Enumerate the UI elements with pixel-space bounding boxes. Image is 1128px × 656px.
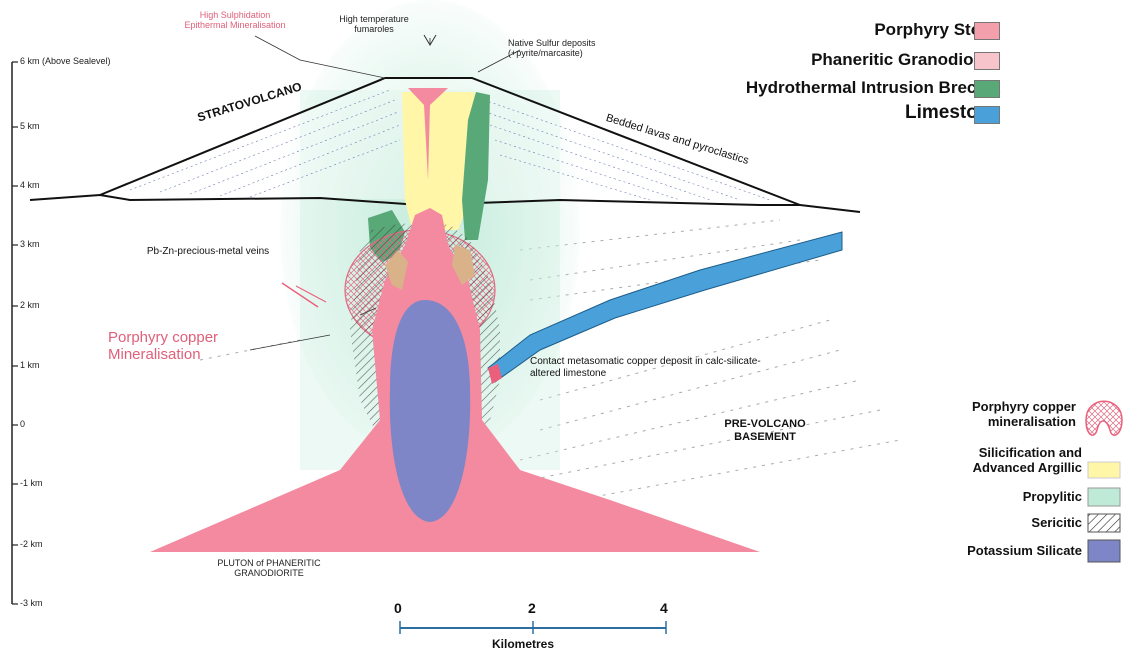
propylitic-swatch xyxy=(1088,488,1120,506)
label-pb-zn-veins: Pb-Zn-precious-metal veins xyxy=(138,246,278,258)
axis-label-4km: 4 km xyxy=(20,180,40,190)
legend-sericitic: Sericitic xyxy=(1031,516,1082,531)
potassium-silicate-swatch xyxy=(1088,540,1120,562)
axis-label-1km: 1 km xyxy=(20,360,40,370)
legend-item-hydrothermal-breccia: Hydrothermal Intrusion Breccia xyxy=(746,78,1000,98)
potassium-silicate-core xyxy=(390,300,470,522)
limestone-swatch xyxy=(974,106,1000,124)
axis-label-minus-2km: -2 km xyxy=(20,539,43,549)
label-native-sulfur: Native Sulfur deposits (+pyrite/marcasit… xyxy=(508,38,648,59)
axis-label-minus-1km: -1 km xyxy=(20,478,43,488)
label-pre-volcano-basement: PRE-VOLCANO BASEMENT xyxy=(700,418,830,443)
legend-propylitic: Propylitic xyxy=(1023,490,1082,505)
axis-label-2km: 2 km xyxy=(20,300,40,310)
porphyry-stock-swatch xyxy=(974,22,1000,40)
hydrothermal-breccia-swatch xyxy=(974,80,1000,98)
label-high-sulphidation: High Sulphidation Epithermal Mineralisat… xyxy=(180,10,290,31)
sericitic-swatch xyxy=(1088,514,1120,532)
scale-tick-0: 0 xyxy=(394,600,402,616)
axis-label-minus-3km: -3 km xyxy=(20,598,43,608)
label-porphyry-copper-mineralisation: Porphyry copper Mineralisation xyxy=(108,330,258,363)
porphyry-copper-legend-icon xyxy=(1086,401,1122,435)
label-fumaroles: High temperature fumaroles xyxy=(336,14,412,35)
legend-silicification: Silicification and Advanced Argillic xyxy=(942,446,1082,476)
scale-unit: Kilometres xyxy=(492,638,554,652)
silicification-swatch xyxy=(1088,462,1120,478)
scale-tick-4: 4 xyxy=(660,600,668,616)
axis-label-5km: 5 km xyxy=(20,121,40,131)
scale-tick-2: 2 xyxy=(528,600,536,616)
axis-label-3km: 3 km xyxy=(20,239,40,249)
axis-label-0: 0 xyxy=(20,419,25,429)
axis-label-6km: 6 km (Above Sealevel) xyxy=(20,56,111,66)
legend-potassium-silicate: Potassium Silicate xyxy=(967,544,1082,559)
label-contact-metasomatic: Contact metasomatic copper deposit in ca… xyxy=(530,356,770,380)
depth-axis xyxy=(12,62,18,604)
label-pluton: PLUTON of PHANERITIC GRANODIORITE xyxy=(194,558,344,579)
legend-porphyry-copper: Porphyry copper mineralisation xyxy=(916,400,1076,430)
scale-bar xyxy=(400,621,666,634)
phaneritic-granodiorite-swatch xyxy=(974,52,1000,70)
legend-item-phaneritic-granodiorite: Phaneritic Granodiorite xyxy=(811,50,1000,70)
